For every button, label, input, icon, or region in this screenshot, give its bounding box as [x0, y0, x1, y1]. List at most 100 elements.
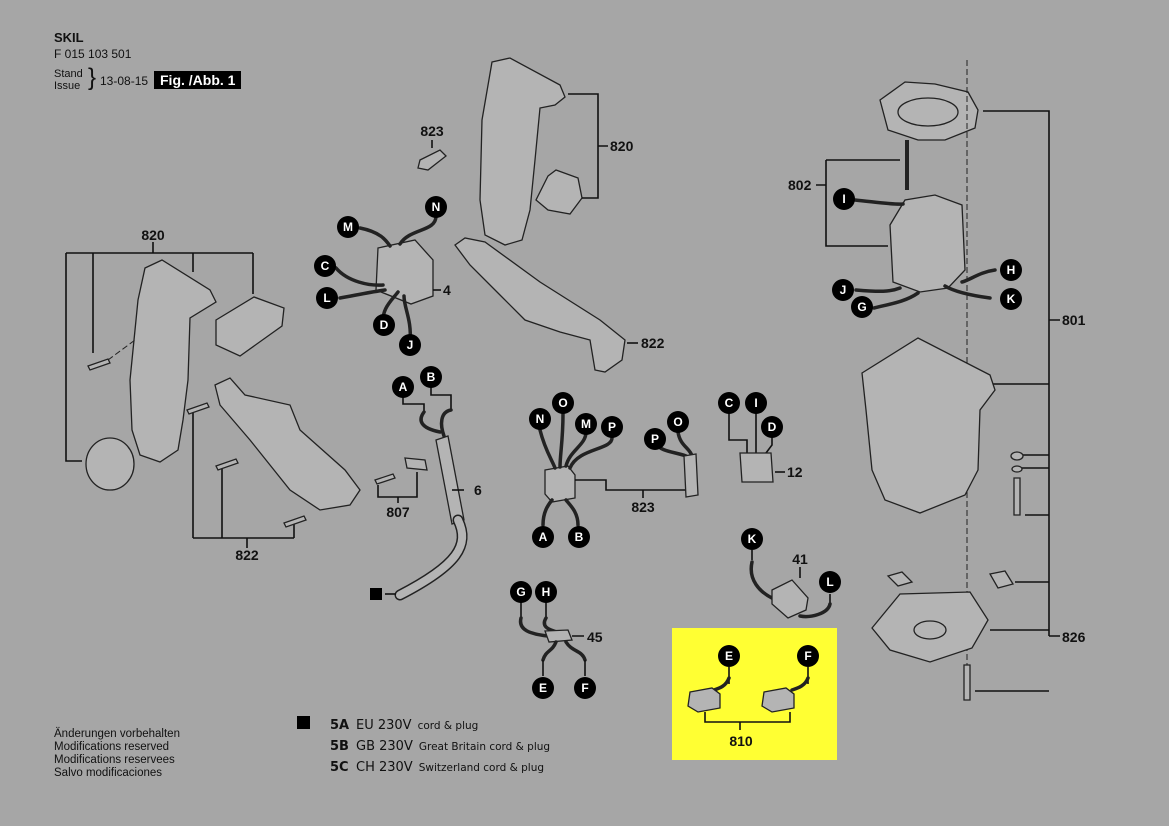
screw-part — [374, 473, 396, 485]
callout-O: O — [667, 411, 689, 433]
part-label-822: 822 — [641, 335, 665, 351]
note-line: Salvo modificaciones — [54, 767, 163, 779]
legend-voltage: GB 230V — [356, 739, 413, 754]
plug-810-assembly: 810 — [687, 667, 810, 749]
connector-part — [544, 629, 573, 643]
svg-text:N: N — [432, 200, 441, 214]
callout-I: I — [833, 188, 855, 210]
part-label-820: 820 — [610, 138, 634, 154]
part-label-45: 45 — [587, 629, 603, 645]
note-line: Modifications reservees — [54, 754, 175, 766]
callout-N: N — [529, 408, 551, 430]
housing-mid: 820 822 — [454, 57, 665, 373]
svg-text:L: L — [323, 291, 330, 305]
svg-text:H: H — [1007, 263, 1016, 277]
part-label-823: 823 — [420, 123, 444, 139]
suppressor-part — [739, 452, 774, 483]
connector-45-assembly: 45 — [518, 602, 603, 676]
issue-date: 13-08-15 — [100, 74, 149, 88]
motor-housing-assembly: 801 802 826 — [788, 60, 1086, 701]
cord-legend: 5A EU 230V cord & plug 5B GB 230V Great Brit… — [330, 713, 550, 776]
part-label-6: 6 — [474, 482, 482, 498]
part-label-801: 801 — [1062, 312, 1086, 328]
cord-clamp-part — [404, 457, 428, 471]
callout-H: H — [535, 581, 557, 603]
foot-pad-part — [886, 571, 914, 587]
callout-M: M — [337, 216, 359, 238]
svg-text:A: A — [399, 380, 408, 394]
svg-text:P: P — [608, 420, 616, 434]
callout-L: L — [316, 287, 338, 309]
svg-text:P: P — [651, 432, 659, 446]
brand-name: SKIL — [54, 30, 84, 45]
part-label-12: 12 — [787, 464, 803, 480]
svg-text:D: D — [768, 420, 777, 434]
legend-voltage: EU 230V — [356, 718, 412, 733]
note-line: Modifications reserved — [54, 741, 170, 753]
callout-F: F — [574, 677, 596, 699]
callout-D: D — [761, 416, 783, 438]
svg-text:L: L — [826, 575, 833, 589]
svg-text:I: I — [842, 192, 845, 206]
callout-B: B — [568, 526, 590, 548]
svg-text:K: K — [748, 532, 757, 546]
legend-description: Switzerland cord & plug — [418, 762, 545, 774]
svg-text:D: D — [380, 318, 389, 332]
svg-text:J: J — [840, 283, 847, 297]
callout-K: K — [741, 528, 763, 550]
svg-text:G: G — [857, 300, 866, 314]
svg-text:I: I — [754, 396, 757, 410]
svg-text:E: E — [539, 681, 547, 695]
housing-bottom-part — [454, 237, 626, 373]
callout-C: C — [718, 392, 740, 414]
terminal-block-part — [544, 465, 576, 503]
legend-description: Great Britain cord & plug — [418, 741, 551, 753]
handle-half-part — [129, 259, 217, 463]
callout-N: N — [425, 196, 447, 218]
callout-L: L — [819, 571, 841, 593]
callout-B: B — [420, 366, 442, 388]
callout-G: G — [851, 296, 873, 318]
legend-code: 5B — [330, 739, 349, 754]
modification-notes: Änderungen vorbehalten Modifications res… — [54, 728, 180, 780]
svg-text:K: K — [1007, 292, 1016, 306]
legend-code: 5A — [330, 718, 350, 733]
screw-part — [186, 402, 210, 415]
screw-part — [283, 515, 307, 528]
svg-text:E: E — [725, 649, 733, 663]
screw-part — [87, 358, 111, 371]
part-label-826: 826 — [1062, 629, 1086, 645]
plug-connector-part — [761, 687, 795, 713]
part-label-4: 4 — [443, 282, 451, 298]
end-cap-part — [85, 437, 135, 491]
legend-description: cord & plug — [417, 720, 479, 732]
svg-text:C: C — [321, 259, 330, 273]
part-label-823: 823 — [631, 499, 655, 515]
screw-part — [215, 458, 239, 471]
cord-marker-square-icon — [297, 716, 310, 729]
housing-half-part — [479, 57, 566, 246]
switch-cover-part — [417, 149, 447, 171]
callout-J: J — [399, 334, 421, 356]
callout-A: A — [532, 526, 554, 548]
svg-text:N: N — [536, 412, 545, 426]
callout-M: M — [575, 413, 597, 435]
callout-A: A — [392, 376, 414, 398]
svg-text:H: H — [542, 585, 551, 599]
callout-P: P — [601, 416, 623, 438]
legend-row: 5B GB 230V Great Britain cord & plug — [330, 734, 550, 755]
svg-text:O: O — [673, 415, 682, 429]
legend-row: 5A EU 230V cord & plug — [330, 713, 550, 734]
callout-F: F — [797, 645, 819, 667]
callout-H: H — [1000, 259, 1022, 281]
callout-K: K — [1000, 288, 1022, 310]
callout-C: C — [314, 255, 336, 277]
stand-label: Stand — [54, 68, 83, 80]
callout-J: J — [832, 279, 854, 301]
part-label-820: 820 — [141, 227, 165, 243]
field-coil-part — [889, 194, 966, 293]
callout-O: O — [552, 392, 574, 414]
svg-text:C: C — [725, 396, 734, 410]
